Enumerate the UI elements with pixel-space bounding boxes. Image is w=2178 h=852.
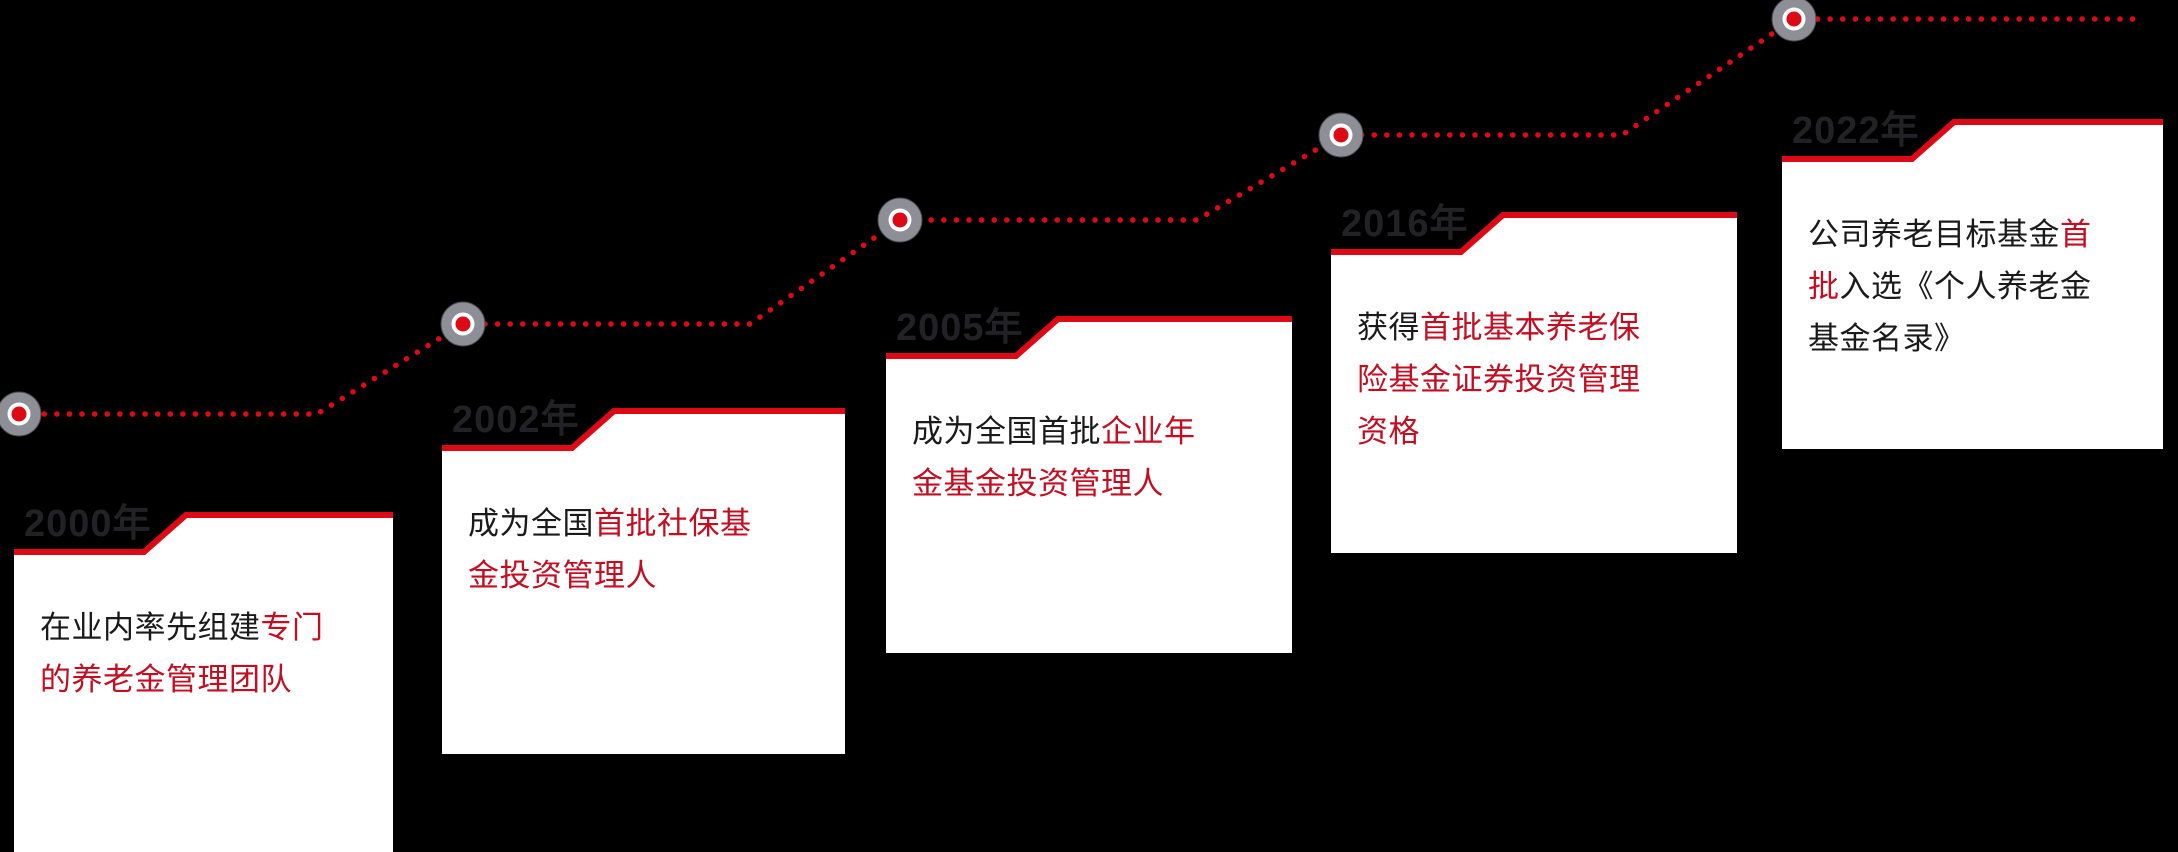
milestone-group-2005: 2005年 成为全国首批企业年金基金投资管理人 [886, 296, 1292, 653]
card-red-top-border [14, 512, 393, 555]
node-red-dot [1786, 11, 1802, 27]
card-background [1331, 215, 1737, 553]
node-red-dot [892, 212, 908, 228]
milestone-description: 获得首批基本养老保险基金证券投资管理资格 [1357, 302, 1649, 458]
node-red-dot [11, 406, 27, 422]
node-red-dot [455, 316, 471, 332]
milestone-description: 在业内率先组建专门的养老金管理团队 [40, 602, 332, 706]
timeline-node-2016 [1318, 112, 1364, 158]
milestone-text-segment: 企业年金基金投资管理人 [912, 414, 1196, 501]
milestone-year: 2022年 [1792, 110, 1920, 152]
milestone-card [1331, 212, 1737, 553]
milestone-description: 成为全国首批企业年金基金投资管理人 [912, 406, 1204, 510]
milestone-card [14, 512, 393, 852]
card-red-top-border [1331, 212, 1737, 255]
milestone-text-segment: 入选《个人养老金基金名录》 [1808, 269, 2092, 356]
milestone-text-segment: 成为全国首批 [912, 414, 1101, 449]
milestone-text-segment: 公司养老目标基金 [1808, 217, 2060, 252]
timeline-node-2022 [1771, 0, 1817, 42]
milestone-card [886, 316, 1292, 653]
milestone-year: 2002年 [452, 399, 580, 441]
milestone-text-segment: 首批基本养老保险基金证券投资管理资格 [1357, 310, 1641, 449]
card-background [14, 515, 393, 852]
milestone-text-segment: 在业内率先组建 [40, 610, 261, 645]
timeline-node-2002 [440, 301, 486, 347]
milestone-year: 2000年 [24, 503, 152, 545]
card-background [886, 319, 1292, 653]
milestone-description: 公司养老目标基金首批入选《个人养老金基金名录》 [1808, 209, 2100, 365]
card-background [1782, 122, 2163, 449]
milestone-card [442, 408, 845, 754]
timeline-node-2000 [0, 391, 42, 437]
card-red-top-border [886, 316, 1292, 359]
milestone-group-2000: 2000年 在业内率先组建专门的养老金管理团队 [14, 492, 393, 852]
milestone-group-2016: 2016年 获得首批基本养老保险基金证券投资管理资格 [1331, 192, 1737, 553]
milestone-card [1782, 119, 2163, 449]
milestone-text-segment: 专门的养老金管理团队 [40, 610, 324, 697]
timeline-node-2005 [877, 197, 923, 243]
milestone-text-segment: 获得 [1357, 310, 1420, 345]
card-background [442, 411, 845, 754]
milestone-group-2002: 2002年 成为全国首批社保基金投资管理人 [442, 388, 845, 754]
card-red-top-border [442, 408, 845, 451]
milestone-year: 2005年 [896, 307, 1024, 349]
milestone-year: 2016年 [1341, 203, 1469, 245]
card-red-top-border [1782, 119, 2163, 162]
milestone-text-segment: 首批社保基金投资管理人 [468, 506, 752, 593]
milestone-text-segment: 首批 [1808, 217, 2092, 304]
milestone-text-segment: 成为全国 [468, 506, 594, 541]
node-red-dot [1333, 127, 1349, 143]
timeline-dotted-line [16, 16, 2143, 417]
milestone-description: 成为全国首批社保基金投资管理人 [468, 498, 760, 602]
milestone-group-2022: 2022年 公司养老目标基金首批入选《个人养老金基金名录》 [1782, 99, 2163, 449]
